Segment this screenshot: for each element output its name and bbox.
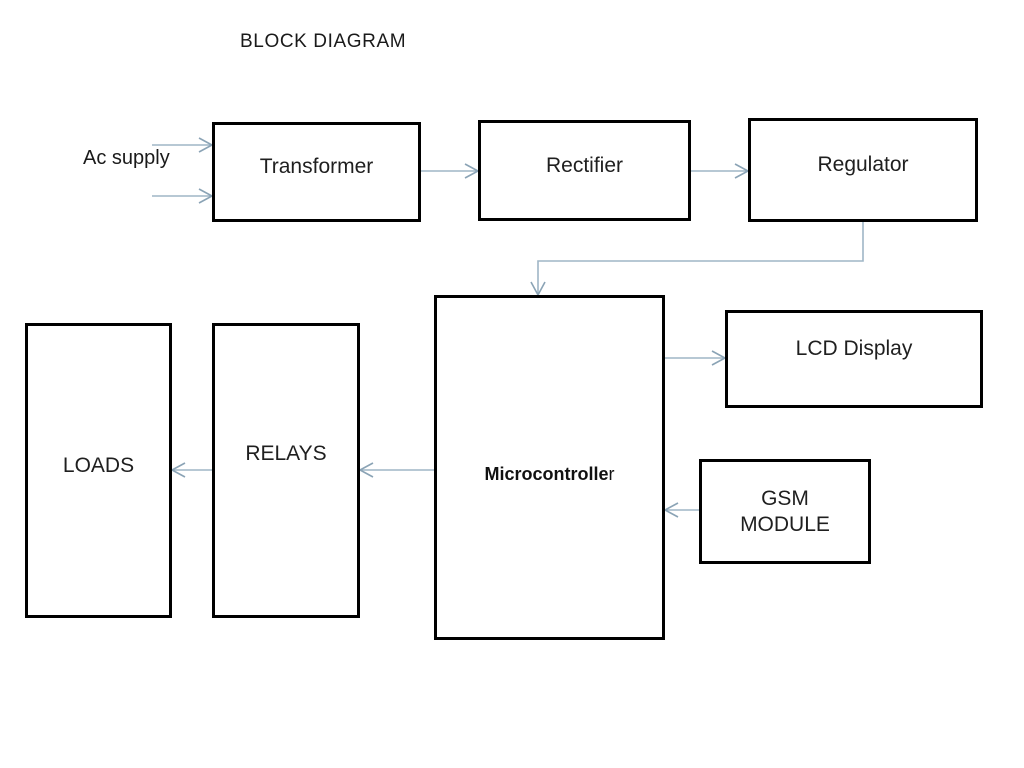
block-microcontroller-label-thin: r (608, 464, 615, 484)
block-regulator[interactable]: Regulator (748, 118, 978, 222)
block-relays-label: RELAYS (245, 441, 327, 465)
block-lcd-display-label: LCD Display (795, 337, 913, 361)
block-loads[interactable]: LOADS (25, 323, 172, 618)
block-lcd-display[interactable]: LCD Display (725, 310, 983, 408)
block-regulator-label: Regulator (817, 153, 909, 177)
block-loads-label: LOADS (62, 453, 135, 477)
block-microcontroller-label: Microcontroller (437, 464, 662, 485)
connector-gsm-to-mcu (663, 502, 699, 518)
connector-ac-supply-line-bottom (152, 188, 214, 204)
block-microcontroller-label-bold: Microcontrolle (484, 464, 609, 484)
connector-transformer-to-rectifier (421, 163, 480, 179)
block-relays[interactable]: RELAYS (212, 323, 360, 618)
block-microcontroller[interactable]: Microcontroller (434, 295, 665, 640)
block-rectifier[interactable]: Rectifier (478, 120, 691, 221)
connector-mcu-to-relays (358, 462, 434, 478)
block-rectifier-label: Rectifier (545, 153, 624, 177)
block-gsm-module[interactable]: GSM MODULE (699, 459, 871, 564)
ac-supply-label: Ac supply (83, 147, 170, 169)
connector-regulator-to-mcu (530, 222, 864, 297)
connector-rectifier-to-regulator (691, 163, 750, 179)
block-transformer[interactable]: Transformer (212, 122, 421, 222)
block-gsm-module-label: GSM MODULE (740, 486, 830, 536)
block-transformer-label: Transformer (259, 155, 374, 179)
page-title: BLOCK DIAGRAM (240, 31, 407, 52)
connector-relays-to-loads (170, 462, 212, 478)
connector-mcu-to-lcd (665, 350, 727, 366)
